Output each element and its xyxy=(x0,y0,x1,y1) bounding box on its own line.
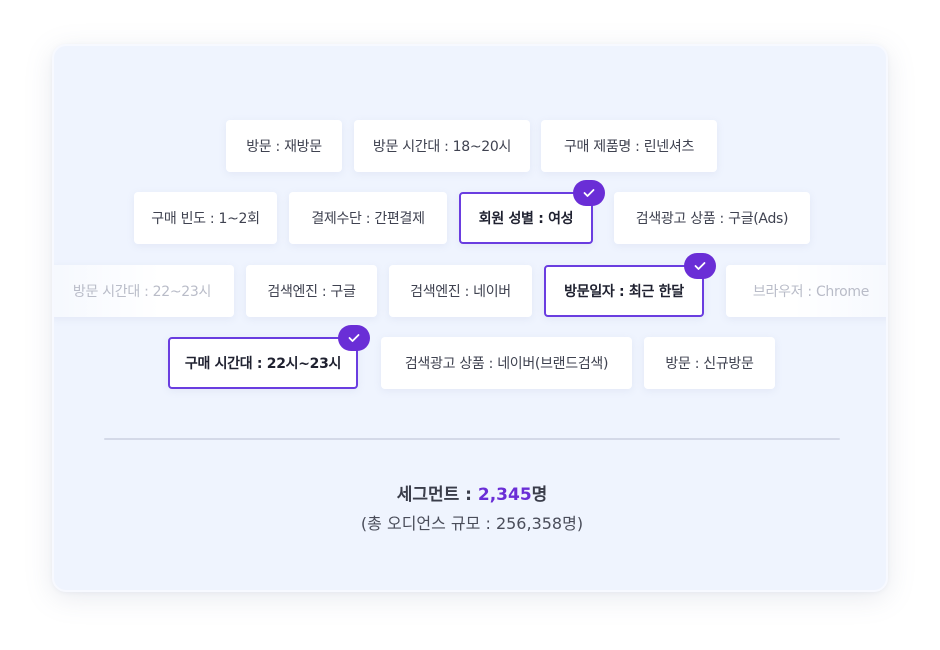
chip-visit-time-22-23[interactable]: 방문 시간대 : 22~23시 xyxy=(54,265,234,317)
chip-label: 브라우저 : Chrome xyxy=(752,284,870,300)
chip-visit-date[interactable]: 방문일자 : 최근 한달 xyxy=(544,253,716,317)
chip-label: 방문 : 재방문 xyxy=(246,139,322,155)
chip-label: 검색엔진 : 구글 xyxy=(267,284,356,300)
chip-visit-new[interactable]: 방문 : 신규방문 xyxy=(644,337,775,389)
chip-purchase-product[interactable]: 구매 제품명 : 린넨셔츠 xyxy=(541,120,717,172)
chip-member-gender[interactable]: 회원 성별 : 여성 xyxy=(459,180,605,244)
check-badge xyxy=(338,325,370,351)
chip-label: 결제수단 : 간편결제 xyxy=(311,211,425,227)
check-icon xyxy=(583,189,595,197)
check-badge xyxy=(573,180,605,206)
chip-visit-time-18-20[interactable]: 방문 시간대 : 18~20시 xyxy=(354,120,530,172)
check-icon xyxy=(348,334,360,342)
chip-label: 검색엔진 : 네이버 xyxy=(410,284,511,300)
check-icon xyxy=(694,262,706,270)
chip-payment-method[interactable]: 결제수단 : 간편결제 xyxy=(289,192,447,244)
chip-search-engine-google[interactable]: 검색엔진 : 구글 xyxy=(246,265,377,317)
segment-unit: 명 xyxy=(531,485,548,505)
chip-label: 구매 시간대 : 22시~23시 xyxy=(184,356,342,372)
chip-visit-revisit[interactable]: 방문 : 재방문 xyxy=(226,120,342,172)
chip-label: 검색광고 상품 : 구글(Ads) xyxy=(635,211,789,227)
divider xyxy=(104,438,840,440)
segment-card: 방문 : 재방문 방문 시간대 : 18~20시 구매 제품명 : 린넨셔츠 구… xyxy=(52,44,888,592)
chip-label: 방문 시간대 : 18~20시 xyxy=(372,139,512,155)
chip-search-engine-naver[interactable]: 검색엔진 : 네이버 xyxy=(389,265,532,317)
audience-size: (총 오디언스 규모 : 256,358명) xyxy=(360,514,584,533)
chip-purchase-frequency[interactable]: 구매 빈도 : 1~2회 xyxy=(134,192,277,244)
segment-summary: 세그먼트 : 2,345명 xyxy=(54,480,886,505)
check-badge xyxy=(684,253,716,279)
chip-purchase-time[interactable]: 구매 시간대 : 22시~23시 xyxy=(168,325,370,389)
chip-label: 구매 빈도 : 1~2회 xyxy=(151,211,260,227)
segment-label: 세그먼트 : xyxy=(396,485,478,505)
chip-label: 검색광고 상품 : 네이버(브랜드검색) xyxy=(404,356,609,372)
chip-label: 방문 : 신규방문 xyxy=(665,356,754,372)
chip-search-ad-google[interactable]: 검색광고 상품 : 구글(Ads) xyxy=(614,192,810,244)
segment-count: 2,345 xyxy=(477,485,532,505)
chip-label: 방문일자 : 최근 한달 xyxy=(564,284,684,300)
chip-label: 구매 제품명 : 린넨셔츠 xyxy=(563,139,695,155)
chip-browser-chrome[interactable]: 브라우저 : Chrome xyxy=(726,265,886,317)
chip-label: 방문 시간대 : 22~23시 xyxy=(72,284,212,300)
chip-search-ad-naver-brand[interactable]: 검색광고 상품 : 네이버(브랜드검색) xyxy=(381,337,632,389)
chip-label: 회원 성별 : 여성 xyxy=(478,211,574,227)
